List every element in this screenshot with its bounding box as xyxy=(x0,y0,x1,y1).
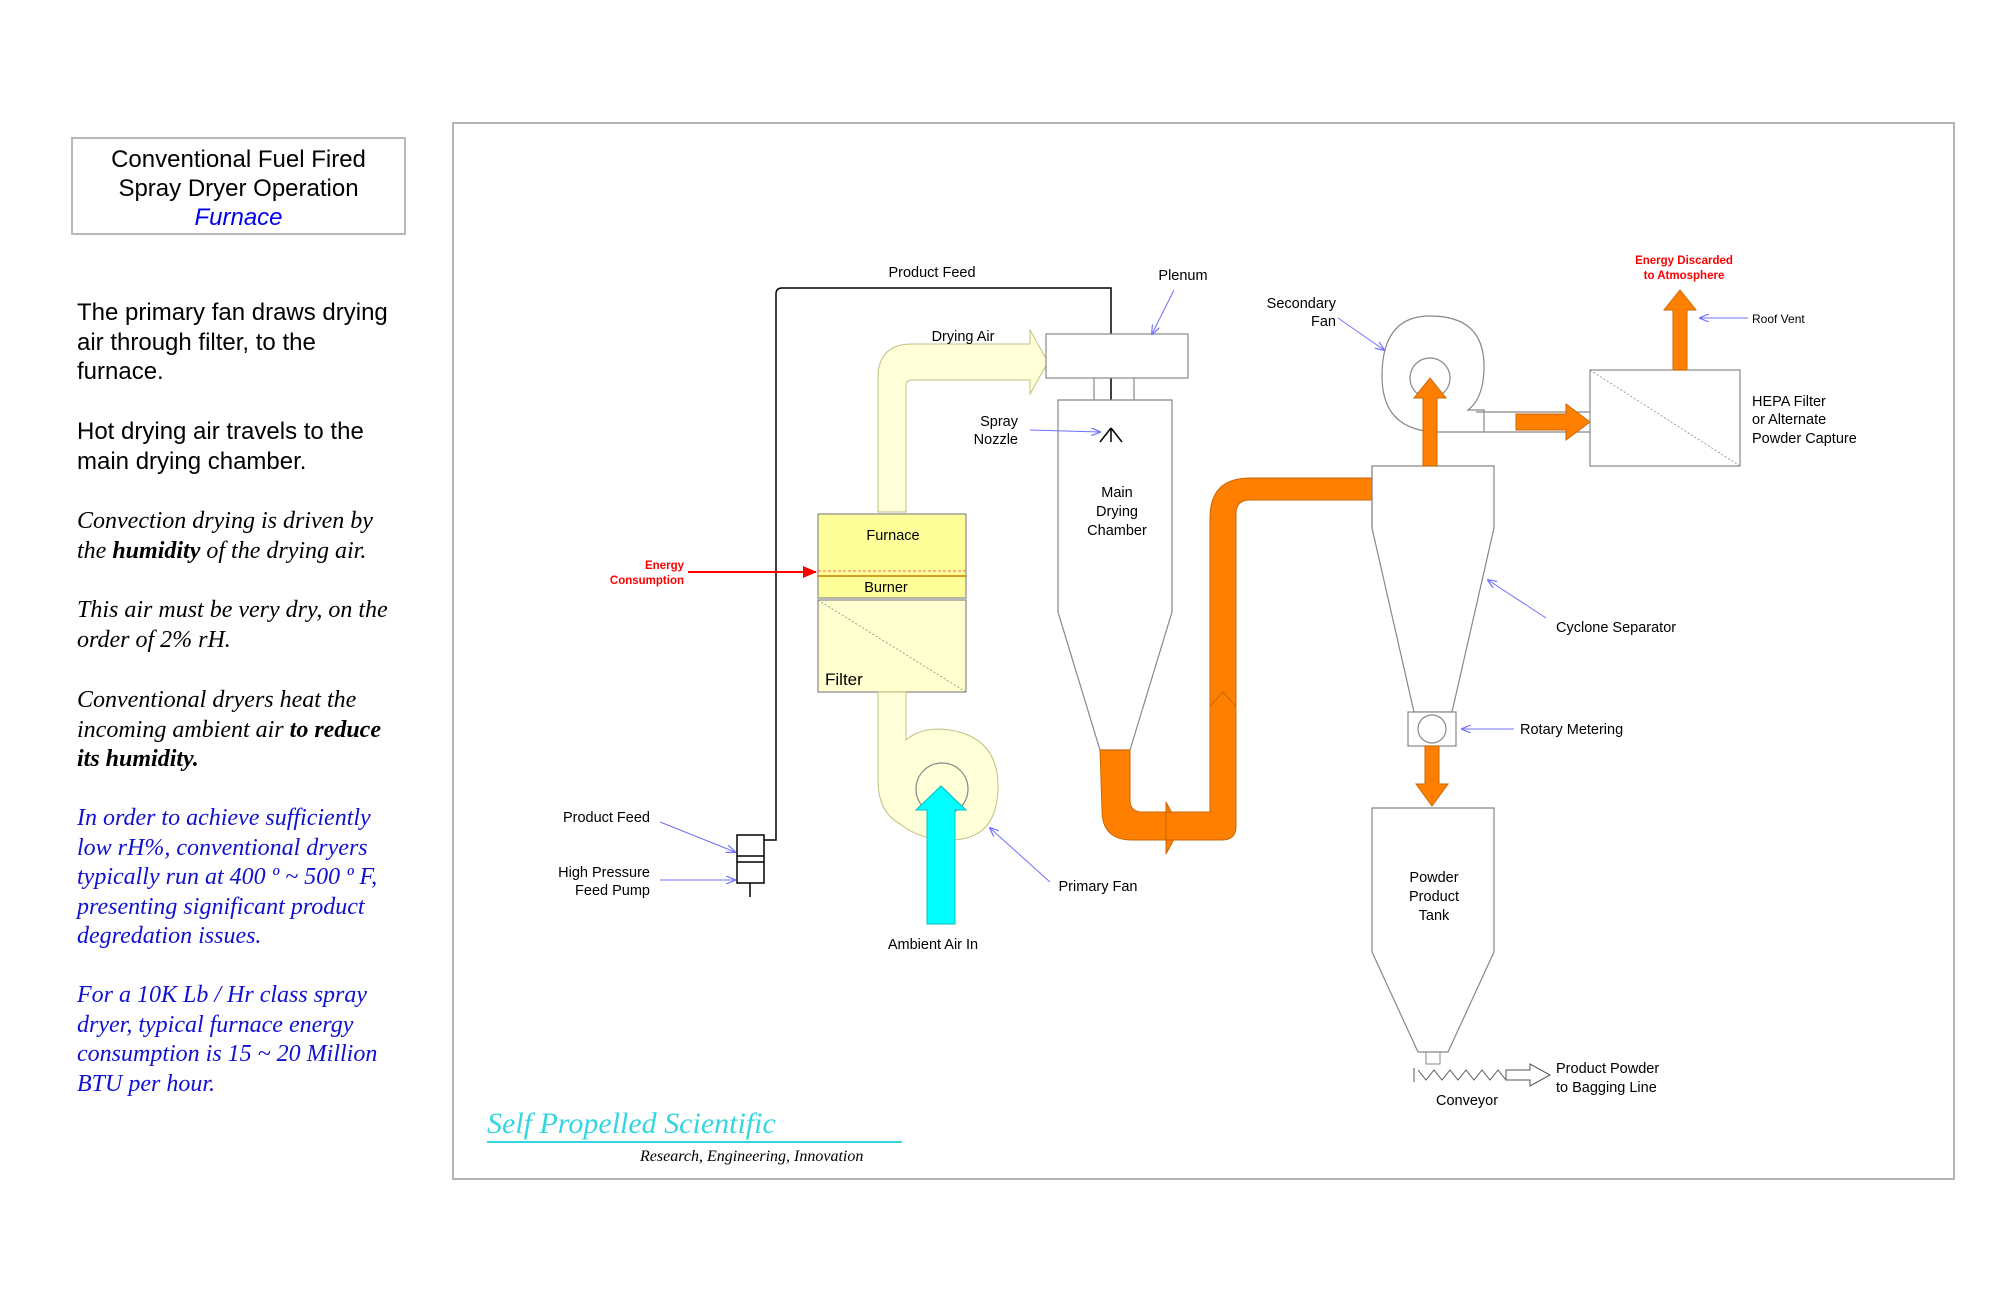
label-energy: Energy xyxy=(645,560,685,572)
label-secondary: Secondary xyxy=(1267,296,1337,312)
label-drying-air: Drying Air xyxy=(932,329,995,345)
title-subtitle: Furnace xyxy=(194,204,283,231)
ambient-air-arrow xyxy=(914,785,968,925)
spray-nozzle-pointer xyxy=(1029,430,1100,432)
label-feed-pump: Feed Pump xyxy=(575,883,650,899)
brand-tagline: Research, Engineering, Innovation xyxy=(640,1148,864,1165)
label-product-feed-left: Product Feed xyxy=(563,810,650,826)
fan-to-hepa-arrow xyxy=(1515,403,1591,441)
paragraph-hot-air: Hot drying air travels to the main dryin… xyxy=(77,418,364,475)
paragraph-rh-temperature: In order to achieve sufficiently low rH%… xyxy=(77,805,378,949)
label-primary-fan: Primary Fan xyxy=(1059,879,1138,895)
paragraph-primary-fan: The primary fan draws drying air through… xyxy=(77,299,388,385)
conveyor-output-arrow xyxy=(1505,1063,1552,1087)
label-hepa-1: HEPA Filter xyxy=(1752,394,1826,410)
label-rotary-metering: Rotary Metering xyxy=(1520,722,1623,738)
label-powder: Powder xyxy=(1409,870,1458,886)
cyclone-exhaust-arrow xyxy=(1412,377,1448,467)
paragraph-convection-text-a: Convection drying is driven by the xyxy=(77,508,373,564)
paragraph-conventional-bold: to reduce its humidity. xyxy=(77,716,381,773)
label-consumption: Consumption xyxy=(610,575,684,587)
label-high-pressure: High Pressure xyxy=(558,865,650,881)
diagram-frame xyxy=(452,122,1955,1180)
feed-pump xyxy=(736,834,765,884)
label-cyclone-separator: Cyclone Separator xyxy=(1556,620,1676,636)
brand-name: Self Propelled Scientific xyxy=(487,1107,902,1143)
title-box: Conventional Fuel Fired Spray Dryer Oper… xyxy=(71,137,406,235)
paragraph-conventional-text: Conventional dryers heat the incoming am… xyxy=(77,687,357,743)
label-product-feed-top: Product Feed xyxy=(888,265,975,281)
label-filter: Filter xyxy=(825,670,863,689)
paragraph-energy-consumption: For a 10K Lb / Hr class spray dryer, typ… xyxy=(77,982,378,1097)
conveyor xyxy=(1417,1069,1507,1081)
label-tank: Tank xyxy=(1419,908,1450,924)
label-plenum: Plenum xyxy=(1158,268,1207,284)
secondary-fan-pointer xyxy=(1337,317,1384,350)
main-drying-chamber xyxy=(1057,399,1173,751)
plenum xyxy=(1045,333,1189,379)
label-hepa-2: or Alternate xyxy=(1752,412,1826,428)
furnace xyxy=(817,513,967,599)
label-energy-discarded: Energy Discarded xyxy=(1635,255,1733,267)
product-feed-line xyxy=(760,287,1112,841)
label-drying: Drying xyxy=(1096,504,1138,520)
label-main: Main xyxy=(1101,485,1132,501)
label-product: Product xyxy=(1409,889,1459,905)
label-product-powder: Product Powder xyxy=(1556,1061,1659,1077)
label-chamber: Chamber xyxy=(1087,523,1147,539)
title-line-1: Conventional Fuel Fired xyxy=(111,146,366,173)
paragraph-convection-text-c: of the drying air. xyxy=(200,537,367,564)
label-to-bagging-line: to Bagging Line xyxy=(1556,1080,1657,1096)
label-roof-vent: Roof Vent xyxy=(1752,312,1805,326)
label-nozzle: Nozzle xyxy=(974,432,1018,448)
label-ambient-air-in: Ambient Air In xyxy=(888,937,978,953)
label-burner: Burner xyxy=(864,580,908,596)
paragraph-very-dry: This air must be very dry, on the order … xyxy=(77,597,388,653)
roof-vent-arrow xyxy=(1662,289,1698,371)
label-to-atmosphere: to Atmosphere xyxy=(1644,270,1725,282)
paragraph-convection: Convection drying is driven by the humid… xyxy=(77,507,407,566)
powder-product-tank xyxy=(1371,807,1495,1053)
paragraph-conventional: Conventional dryers heat the incoming am… xyxy=(77,686,407,775)
label-furnace: Furnace xyxy=(866,528,919,544)
plenum-pointer xyxy=(1152,289,1175,334)
paragraph-convection-bold: humidity xyxy=(112,537,201,564)
label-fan: Fan xyxy=(1311,314,1336,330)
cyclone-separator xyxy=(1371,465,1495,713)
label-conveyor: Conveyor xyxy=(1436,1093,1498,1109)
spray-nozzle xyxy=(1099,427,1123,443)
cyclone-pointer xyxy=(1488,580,1547,619)
metering-to-tank-arrow xyxy=(1415,745,1449,807)
title-line-2: Spray Dryer Operation xyxy=(118,175,359,202)
label-hepa-3: Powder Capture xyxy=(1752,431,1857,447)
label-spray: Spray xyxy=(980,414,1019,430)
product-feed-pointer xyxy=(659,821,735,852)
drying-air-duct xyxy=(877,328,1049,513)
primary-fan-pointer xyxy=(990,828,1051,883)
